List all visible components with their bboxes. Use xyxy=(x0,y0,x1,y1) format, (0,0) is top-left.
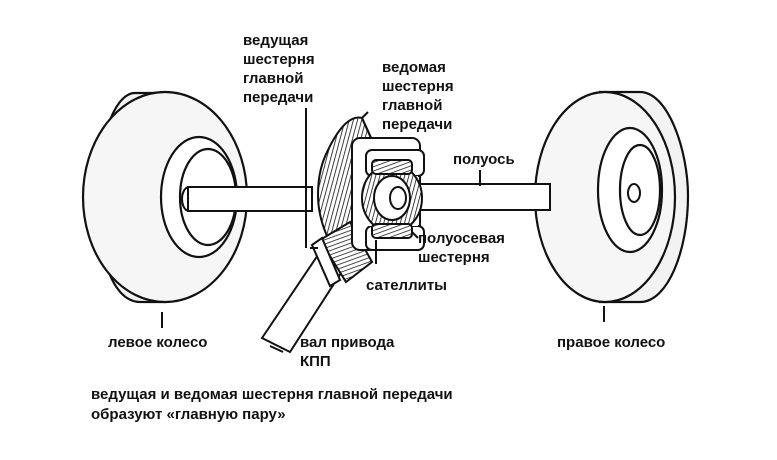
drive-pinion xyxy=(310,220,374,288)
left-half-shaft xyxy=(181,186,313,212)
left-wheel xyxy=(81,90,249,304)
label-gearbox-shaft: вал привода КПП xyxy=(300,334,395,370)
side-gear xyxy=(361,163,423,233)
label-side-gear: полуосевая шестерня xyxy=(418,230,505,266)
label-satellites: сателлиты xyxy=(366,277,447,294)
leader-lines xyxy=(161,108,605,328)
caption-line-1: ведущая и ведомая шестерня главной перед… xyxy=(91,386,453,403)
label-driven-gear: ведомая шестерня главной передачи xyxy=(382,59,454,133)
label-left-wheel: левое колесо xyxy=(108,334,208,351)
label-right-wheel: правое колесо xyxy=(557,334,666,351)
right-half-shaft xyxy=(419,183,551,211)
caption-line-2: образуют «главную пару» xyxy=(91,406,286,423)
label-drive-gear: ведущая шестерня главной передачи xyxy=(243,32,315,106)
label-half-shaft: полуось xyxy=(453,151,515,168)
satellite-gears xyxy=(371,159,413,239)
right-wheel xyxy=(533,90,690,304)
